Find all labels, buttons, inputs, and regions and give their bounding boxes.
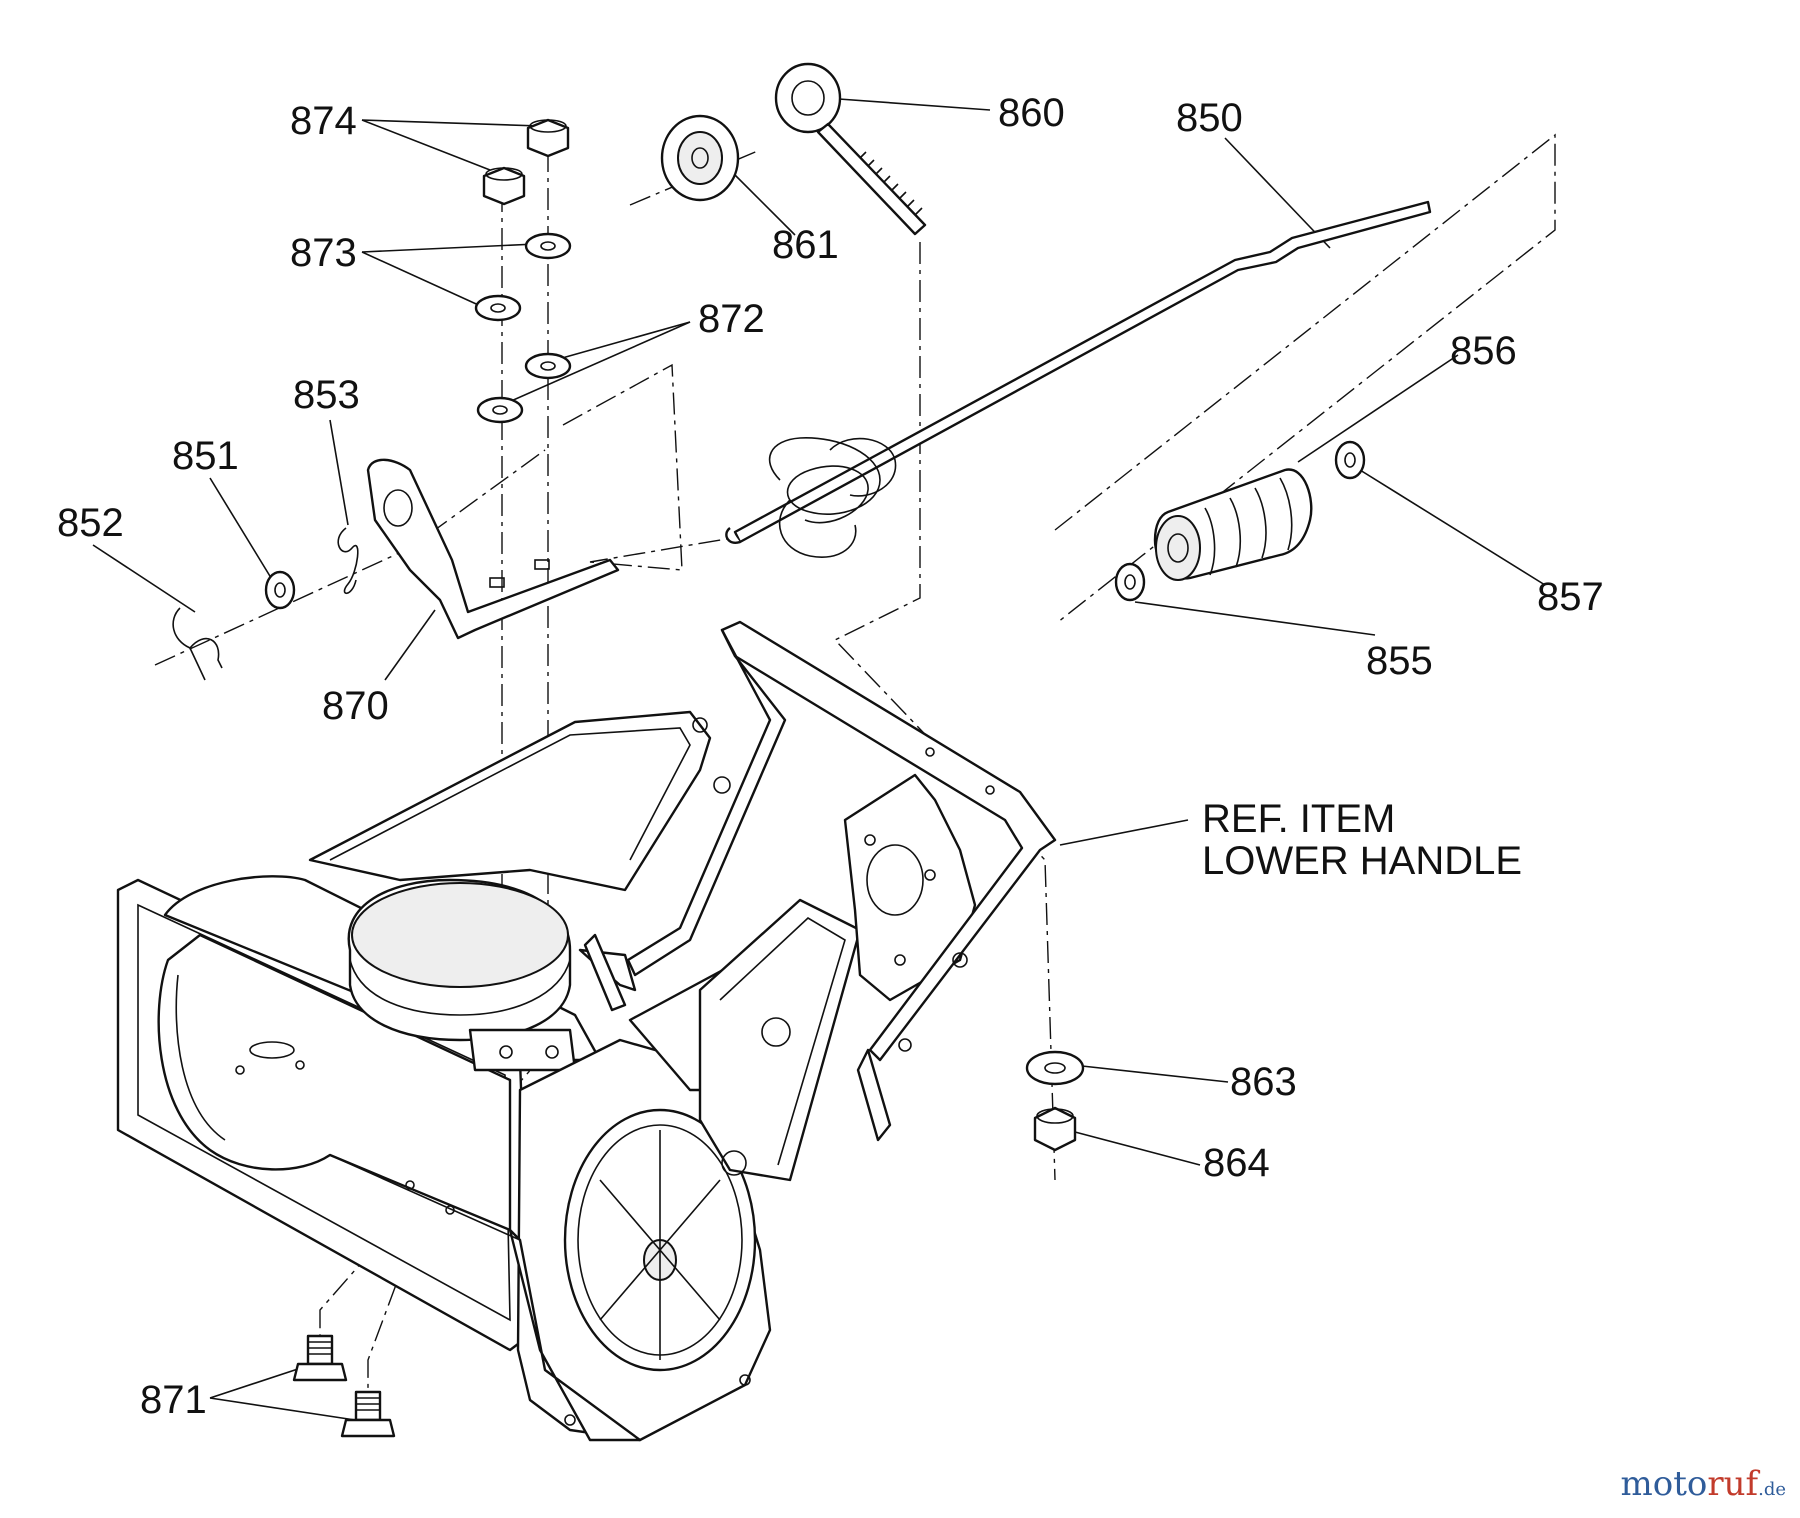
- chute-ring: [347, 878, 572, 1042]
- label-864: 864: [1203, 1141, 1270, 1185]
- eye-bolt-860: [774, 62, 927, 236]
- hex-nut-left: [482, 166, 526, 206]
- label-873: 873: [290, 231, 357, 275]
- hex-nut-864: [1033, 1106, 1077, 1152]
- reference-note: REF. ITEM LOWER HANDLE: [1202, 797, 1522, 883]
- ref-note-line1: REF. ITEM: [1202, 797, 1395, 841]
- hardware-stack: [474, 118, 572, 424]
- hex-nut-top: [526, 118, 570, 158]
- impeller-wheel: [563, 1108, 757, 1372]
- watermark-logo: motoruf.de: [1621, 1464, 1786, 1504]
- label-851: 851: [172, 434, 239, 478]
- label-870: 870: [322, 684, 389, 728]
- label-863: 863: [1230, 1060, 1297, 1104]
- watermark-part1: moto: [1620, 1464, 1708, 1504]
- washer-863: [1025, 1050, 1085, 1086]
- watermark-part2: ruf: [1707, 1464, 1759, 1504]
- label-850: 850: [1176, 96, 1243, 140]
- washer-855: [1114, 562, 1146, 602]
- washer-873-a: [524, 232, 572, 260]
- washer-872-a: [524, 352, 572, 380]
- roller-856: [1153, 468, 1313, 581]
- auger-housing: [116, 620, 1057, 1442]
- label-852: 852: [57, 501, 124, 545]
- washer-873-b: [474, 294, 522, 322]
- leader-lines: [92, 97, 1546, 1421]
- pivot-bracket-870: [366, 458, 620, 640]
- label-871: 871: [140, 1378, 207, 1422]
- spring-clip-853: [337, 527, 359, 595]
- label-855: 855: [1366, 639, 1433, 683]
- washer-851: [264, 570, 296, 610]
- label-857: 857: [1537, 575, 1604, 619]
- label-860: 860: [998, 91, 1065, 135]
- label-856: 856: [1450, 329, 1517, 373]
- bolt-871-b: [340, 1390, 396, 1438]
- grommet-861: [660, 114, 740, 202]
- label-853: 853: [293, 373, 360, 417]
- hairpin-cotter-852: [172, 607, 223, 681]
- label-874: 874: [290, 99, 357, 143]
- clip-parts: [172, 527, 359, 681]
- label-872: 872: [698, 297, 765, 341]
- watermark-part3: .de: [1758, 1479, 1786, 1500]
- label-861: 861: [772, 223, 839, 267]
- washer-857: [1334, 440, 1366, 480]
- washer-872-b: [476, 396, 524, 424]
- control-rod-850: [725, 200, 1432, 558]
- ref-note-line2: LOWER HANDLE: [1202, 839, 1522, 883]
- bolt-871-a: [292, 1334, 348, 1382]
- part-labels: 874 873 872 853 851 852 870 860 861 850 …: [57, 91, 1604, 1422]
